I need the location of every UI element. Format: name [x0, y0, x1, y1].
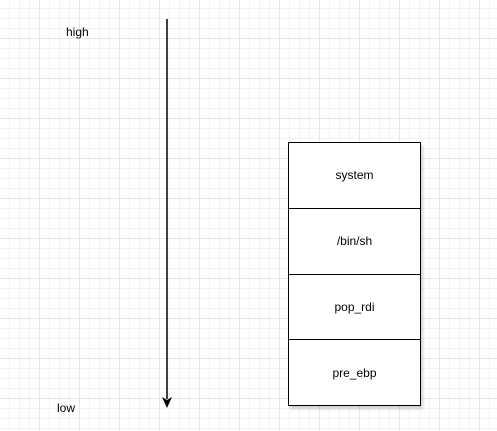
arrow-head: [162, 397, 172, 408]
low-address-label: low: [57, 401, 76, 415]
high-address-label: high: [66, 25, 89, 39]
stack-cell-system: system: [288, 142, 421, 209]
stack-cell-pop-rdi: pop_rdi: [288, 273, 421, 341]
stack-frame: system /bin/sh pop_rdi pre_ebp: [288, 142, 421, 406]
stack-cell-pre-ebp: pre_ebp: [288, 339, 421, 406]
stack-cell-bin-sh: /bin/sh: [288, 207, 421, 275]
